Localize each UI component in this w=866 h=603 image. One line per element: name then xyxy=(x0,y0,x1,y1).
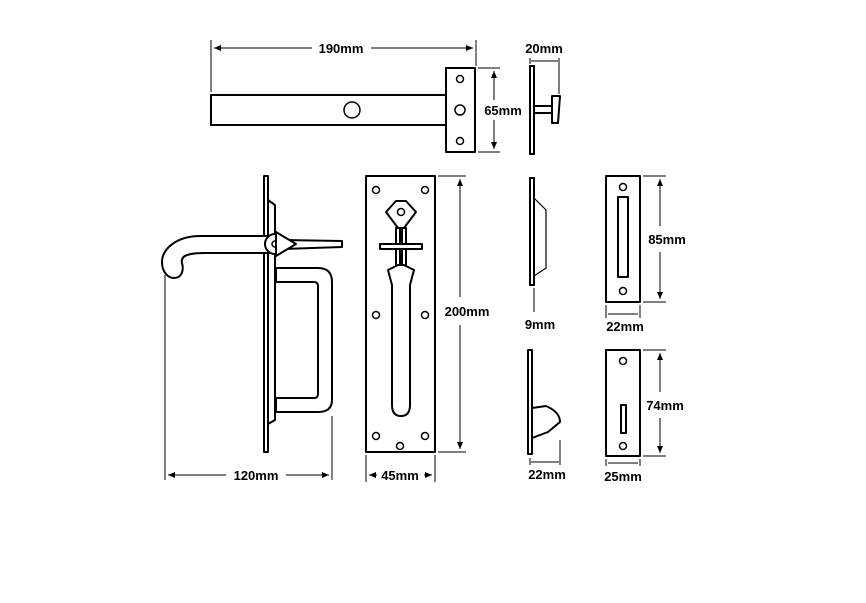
handle-projection-label: 120mm xyxy=(234,468,279,483)
bolt-side-width-label: 20mm xyxy=(525,41,563,56)
catch-height-label: 74mm xyxy=(646,398,684,413)
backplate-width-label: 45mm xyxy=(381,468,419,483)
side-profile-depth-label: 9mm xyxy=(525,317,555,332)
bolt-side-view xyxy=(529,65,561,155)
pull-handle xyxy=(275,267,333,413)
catch-slot xyxy=(620,404,627,434)
handle-side-view xyxy=(161,175,343,453)
lever-handle xyxy=(161,235,277,279)
backplate-front-view xyxy=(365,175,436,453)
keep-width-dimension: 22mm xyxy=(605,305,644,334)
catch-nose xyxy=(531,405,561,439)
handle-projection-dimension: 120mm xyxy=(164,275,333,483)
bolt-knob-hole xyxy=(343,101,361,119)
bolt-length-label: 190mm xyxy=(319,41,364,56)
keep-front-view xyxy=(605,175,641,303)
catch-height-dimension: 74mm xyxy=(643,349,684,457)
catch-plate xyxy=(605,349,641,457)
bolt-side-width-dimension: 20mm xyxy=(525,41,563,94)
bolt-bar xyxy=(210,94,447,126)
keep-width-label: 22mm xyxy=(606,319,644,334)
catch-profile-depth-dimension: 22mm xyxy=(528,440,566,482)
side-profile-depth-dimension: 9mm xyxy=(525,288,555,332)
backplate-width-dimension: 45mm xyxy=(365,455,436,483)
catch-side-profile xyxy=(527,349,561,455)
keep-side-profile xyxy=(529,177,547,286)
catch-width-label: 25mm xyxy=(604,469,642,484)
backplate-height-dimension: 200mm xyxy=(438,175,490,453)
backplate-height-label: 200mm xyxy=(445,304,490,319)
catch-width-dimension: 25mm xyxy=(604,459,642,484)
catch-profile-depth-label: 22mm xyxy=(528,467,566,482)
bolt-length-dimension: 190mm xyxy=(210,40,477,92)
bolt-assembly xyxy=(210,67,476,153)
catch-front-view xyxy=(605,349,641,457)
keep-height-label: 85mm xyxy=(648,232,686,247)
bolt-plate-height-dimension: 65mm xyxy=(478,67,522,153)
keep-height-dimension: 85mm xyxy=(643,175,686,303)
bolt-plate-height-label: 65mm xyxy=(484,103,522,118)
grip-handle xyxy=(387,264,415,417)
keep-slot xyxy=(617,196,629,278)
